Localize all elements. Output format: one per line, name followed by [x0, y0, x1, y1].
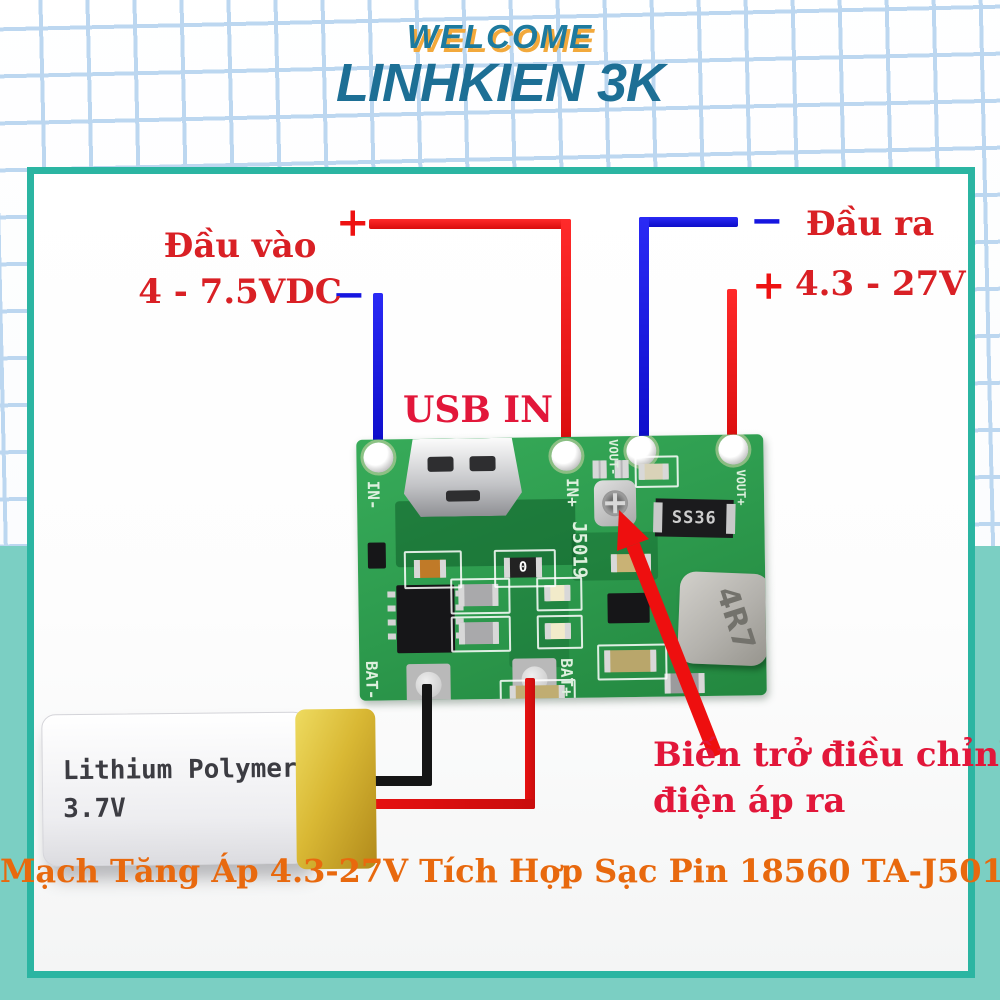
battery-tape-end: [295, 708, 377, 870]
usb-slot: [427, 456, 453, 471]
silkscreen-bat-plus: BAT+: [557, 658, 577, 697]
silkscreen-in-plus: IN+: [562, 477, 583, 507]
input-positive-wire-horizontal: [369, 219, 571, 229]
silkscreen-outline: [450, 577, 511, 615]
input-negative-wire: [373, 293, 383, 450]
silkscreen-vout-minus: VOUT-: [606, 439, 621, 476]
silkscreen-outline: [597, 643, 668, 681]
input-plus-symbol: +: [336, 199, 370, 246]
smd-capacitor: [610, 553, 652, 573]
battery-voltage: 3.7V: [63, 793, 126, 824]
micro-usb-connector: [403, 438, 522, 518]
welcome-text: WELCOME: [406, 18, 594, 55]
input-positive-wire-vertical: [561, 219, 571, 447]
output-title: Đầu ra: [805, 204, 935, 244]
usb-slot: [446, 490, 480, 501]
boost-ic: [607, 592, 650, 624]
diode-ss36: SS36: [654, 498, 734, 538]
battery-print: Lithium Polymer 3.7V: [63, 751, 299, 829]
silkscreen-vout-plus: VOUT+: [733, 469, 749, 506]
output-minus-symbol: −: [750, 197, 784, 244]
input-voltage-range: 4 - 7.5VDC: [138, 272, 342, 312]
silkscreen-model: J5019: [567, 520, 591, 579]
mounting-pad: [551, 440, 582, 472]
pot-note-line1: Biến trở điều chỉnh: [653, 735, 1000, 775]
silkscreen-outline: [536, 614, 584, 650]
pot-note-line2: điện áp ra: [653, 781, 846, 821]
output-plus-symbol: +: [752, 262, 786, 309]
silkscreen-outline: [536, 576, 583, 612]
boost-converter-pcb: IN- IN+ J5019 VOUT- VOUT+ BAT- BAT+ SS36…: [356, 434, 767, 701]
battery-positive-wire-horizontal: [360, 799, 535, 809]
silkscreen-in-minus: IN-: [363, 480, 384, 510]
inductor-4r7: 4R7: [676, 571, 767, 667]
silkscreen-bat-minus: BAT-: [362, 660, 382, 700]
charger-ic: [396, 584, 456, 654]
battery-chemistry: Lithium Polymer: [62, 753, 298, 787]
output-voltage-range: 4.3 - 27V: [795, 264, 966, 304]
battery-negative-wire-vertical: [422, 684, 432, 785]
mounting-pad: [718, 434, 749, 465]
input-title: Đầu vào: [163, 226, 317, 266]
usb-in-label: USB IN: [402, 389, 554, 431]
smd-capacitor: [592, 460, 607, 479]
silkscreen-outline: [634, 455, 679, 488]
mounting-pad: [363, 442, 394, 473]
lithium-battery: Lithium Polymer 3.7V: [41, 711, 309, 867]
smd-capacitor: [664, 673, 705, 694]
output-positive-wire: [727, 289, 737, 450]
small-component: [367, 542, 386, 569]
brand-title: LINHKIEN 3K: [335, 53, 665, 113]
voltage-adjust-potentiometer: [593, 479, 637, 527]
input-minus-symbol: −: [332, 271, 366, 318]
battery-negative-wire-horizontal: [360, 776, 432, 786]
battery-positive-wire-vertical: [525, 678, 535, 809]
product-caption: Mạch Tăng Áp 4.3-27V Tích Hợp Sạc Pin 18…: [0, 852, 1000, 890]
silkscreen-outline: [450, 615, 512, 653]
output-negative-wire-vertical: [639, 217, 649, 450]
usb-slot: [469, 456, 495, 471]
output-negative-wire-horizontal: [639, 217, 738, 227]
